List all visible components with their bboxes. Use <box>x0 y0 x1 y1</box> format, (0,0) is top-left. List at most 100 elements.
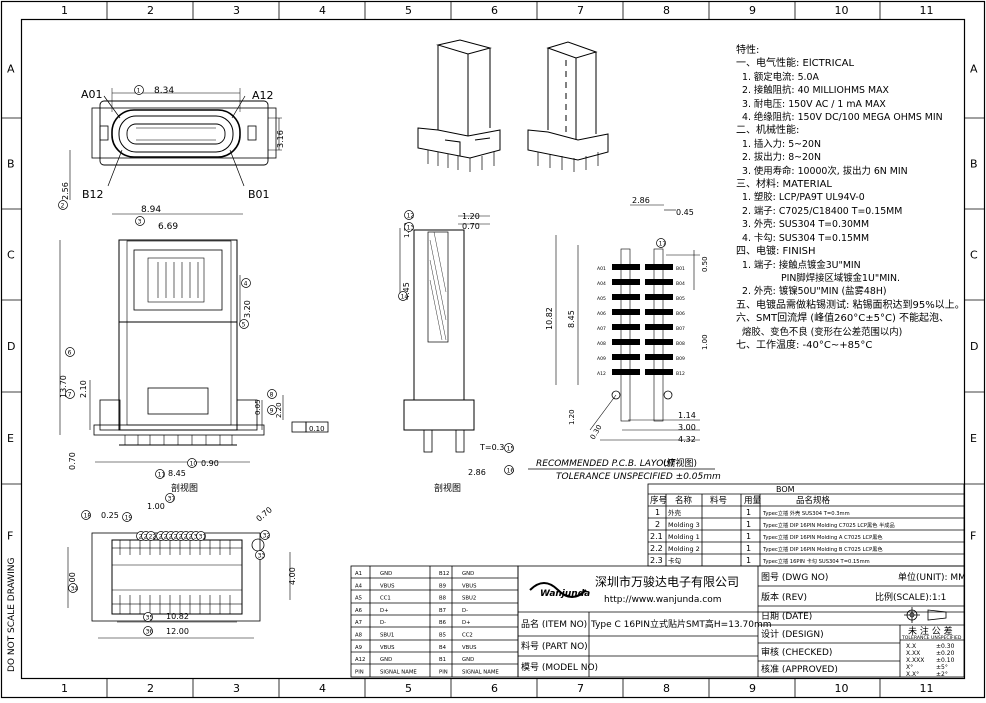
bom-header: 料号 <box>710 495 727 506</box>
pcb-pad-left <box>612 279 640 285</box>
grid-col-bottom: 4 <box>319 682 326 695</box>
company-logo: Wanjunda <box>529 582 590 599</box>
pin-cell: SBU1 <box>380 633 394 639</box>
svg-text:1: 1 <box>137 87 141 94</box>
tolerance-value: ±0.30 <box>936 643 955 650</box>
svg-text:7: 7 <box>68 391 72 398</box>
bom-cell: 1 <box>746 508 751 517</box>
spec-line: 4. 绝缘阻抗: 150V DC/100 MEGA OHMS MIN <box>742 112 943 124</box>
pcb-pad-right <box>645 294 673 300</box>
bom-cell: 2 <box>655 520 660 529</box>
tolerance-value: ±0.20 <box>936 650 955 657</box>
pcb-pad-left <box>612 339 640 345</box>
pin-cell: B4 <box>439 645 447 651</box>
balloon: 6 <box>65 347 75 357</box>
pcb-pad-label-left: A01 <box>597 266 606 272</box>
dim-pcb-0-30: 0.30 <box>589 423 604 441</box>
svg-text:10: 10 <box>190 460 198 467</box>
pcb-pad-label-right: B07 <box>676 326 685 332</box>
pin-cell: CC1 <box>380 596 391 602</box>
spec-line: 1. 端子: 接触点镀金3U"MIN <box>742 259 861 271</box>
bom-cell: Typec立插 外壳 SUS304 T=0.3mm <box>762 509 850 517</box>
pcb-layout <box>555 204 700 441</box>
dim-side-4-45: 4.45 <box>402 282 411 300</box>
bom-cell: Typec立插 DIP 16PIN Molding A C7025 LCP黑色 <box>762 533 883 541</box>
balloon: 31 <box>196 531 207 541</box>
pin-cell: A4 <box>355 583 363 589</box>
pcb-pad-label-left: A08 <box>597 341 606 347</box>
dim-pcb-2-86: 2.86 <box>632 196 650 205</box>
approved-label: 核准 (APPROVED) <box>761 663 838 675</box>
balloon: 13 <box>404 222 414 232</box>
grid-col-bottom: 6 <box>491 682 498 695</box>
tolerance-title: 未 注 公 差 <box>908 625 953 637</box>
svg-text:36: 36 <box>146 628 154 635</box>
spec-line: 特性: <box>736 45 760 56</box>
grid-col-top: 10 <box>835 4 849 17</box>
grid-col-bottom: 8 <box>663 682 670 695</box>
pcb-pad-label-right: B05 <box>676 296 685 302</box>
dim-pcb-1-20: 1.20 <box>568 409 576 425</box>
unit-label: 单位(UNIT): MM <box>898 571 966 583</box>
pin-cell: B9 <box>439 583 446 589</box>
pcb-pad-label-left: A05 <box>597 296 606 302</box>
bom-cell: Molding 3 <box>668 521 700 529</box>
spec-line: 1. 塑胶: LCP/PA9T UL94V-0 <box>742 192 865 204</box>
balloon: 14 <box>398 291 408 301</box>
bom-cell: Molding 2 <box>668 545 700 553</box>
grid-row-left: B <box>7 158 15 171</box>
pcb-pad-right <box>645 354 673 360</box>
dim-bottom-4-00: 4.00 <box>288 567 297 585</box>
inner-border <box>20 18 966 680</box>
dim-pcb-8-45: 8.45 <box>567 310 576 328</box>
label-b12: B12 <box>82 188 104 201</box>
bom-cell: 2.3 <box>650 556 663 565</box>
bom-title: BOM <box>776 485 795 494</box>
pin-cell: VBUS <box>380 583 395 589</box>
spec-line: 七、工作温度: -40°C~+85°C <box>736 339 873 351</box>
dim-bottom-12-00: 12.00 <box>166 627 189 636</box>
grid-col-bottom: 2 <box>147 682 154 695</box>
spec-line: 三、材料: MATERIAL <box>736 179 832 191</box>
pcb-pad-right <box>645 264 673 270</box>
svg-text:16: 16 <box>507 467 515 474</box>
balloon: 1 <box>134 85 144 95</box>
spec-line: PIN脚焊接区域镀金1U"MIN. <box>781 272 901 284</box>
svg-text:31: 31 <box>199 533 207 540</box>
pin-cell: PIN <box>439 669 448 675</box>
grid-row-left: E <box>7 432 14 445</box>
pcb-pad-label-left: A12 <box>597 371 606 377</box>
tolerance-table: X.X±0.30X.XX±0.20X.XXX±0.10X°±5°X.X°±2° <box>906 643 955 678</box>
iso-view-left <box>417 39 501 172</box>
pcb-pad-label-right: B06 <box>676 311 685 317</box>
dim-8-45: 8.45 <box>168 469 186 478</box>
bom-cell: 2.1 <box>650 532 663 541</box>
item-label: 品名 (ITEM NO) <box>521 618 587 630</box>
balloon: 17 <box>656 238 666 248</box>
bom-cell: 外壳 <box>668 508 682 517</box>
tolerance-key: X.X° <box>906 671 919 678</box>
tolerance-value: ±2° <box>936 671 948 678</box>
balloon: 4 <box>241 278 251 288</box>
balloon: 2 <box>58 200 68 210</box>
bom-cell: 卡勾 <box>668 556 681 565</box>
grid-col-bottom: 7 <box>577 682 584 695</box>
bom-cell: Typec立插 16PIN 卡勾 SUS304 T=0.15mm <box>762 557 870 565</box>
pin-cell: B5 <box>439 633 446 639</box>
dim-side-thickness: T=0.30 <box>479 443 509 452</box>
balloon: 18 <box>81 510 91 520</box>
grid-col-top: 9 <box>749 4 756 17</box>
tolerance-value: ±0.10 <box>936 657 955 664</box>
bom-cell: 2.2 <box>650 544 663 553</box>
pin-cell: SIGNAL NAME <box>462 669 499 675</box>
pin-cell: A7 <box>355 620 362 626</box>
side-view <box>399 215 490 453</box>
pcb-pad-right <box>645 339 673 345</box>
grid-row-right: D <box>970 340 978 353</box>
pcb-pad-label-right: B08 <box>676 341 685 347</box>
spec-line: 六、SMT回流焊 (峰值260°C±5°C) 不能起泡、 <box>736 313 950 325</box>
front-view <box>59 213 329 463</box>
checked-label: 审核 (CHECKED) <box>761 646 832 658</box>
spec-line: 3. 耐电压: 150V AC / 1 mA MAX <box>742 98 886 110</box>
